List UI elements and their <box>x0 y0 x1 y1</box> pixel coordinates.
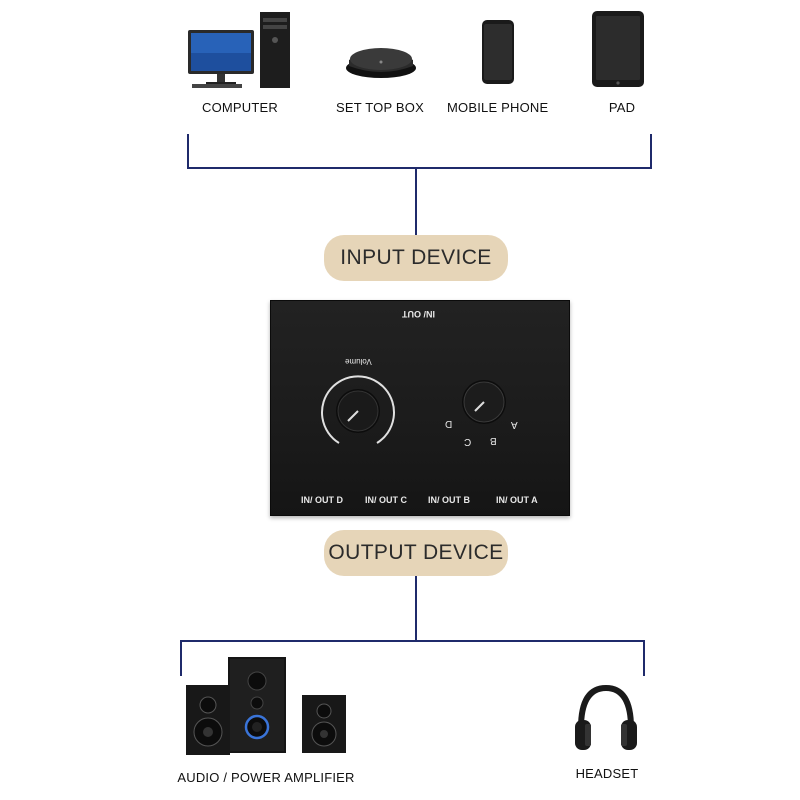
port-a-label: IN/ OUT A <box>496 495 538 505</box>
set-top-box-icon <box>343 38 419 80</box>
pad-label: PAD <box>608 100 636 115</box>
box-top-label: IN/ OUT <box>402 309 435 319</box>
headset-icon <box>571 682 641 754</box>
audio-switch-box: IN/ OUT Volume A B C D IN/ OUT D IN/ OUT… <box>270 300 570 516</box>
tablet-icon <box>591 10 645 88</box>
computer-label: COMPUTER <box>202 100 278 115</box>
selector-letter-d: D <box>445 418 453 429</box>
selector-letter-a: A <box>511 419 518 430</box>
set-top-box-label: SET TOP BOX <box>336 100 424 115</box>
volume-knob[interactable] <box>317 373 399 455</box>
selector-knob[interactable] <box>459 377 509 427</box>
top-wire-down <box>415 167 417 235</box>
input-device-pill: INPUT DEVICE <box>324 235 508 281</box>
bottom-wire-left <box>180 640 182 676</box>
port-b-label: IN/ OUT B <box>428 495 470 505</box>
mobile-phone-icon <box>481 19 515 85</box>
selector-letter-c: C <box>464 436 472 447</box>
computer-icon <box>186 10 296 90</box>
mobile-phone-label: MOBILE PHONE <box>447 100 549 115</box>
bottom-wire-horizontal <box>180 640 645 642</box>
top-wire-left <box>187 134 189 169</box>
top-wire-right <box>650 134 652 169</box>
selector-letter-b: B <box>490 435 497 446</box>
speakers-label: AUDIO / POWER AMPLIFIER <box>177 770 355 785</box>
headset-label: HEADSET <box>575 766 639 781</box>
output-device-pill: OUTPUT DEVICE <box>324 530 508 576</box>
speakers-icon <box>184 655 350 757</box>
top-wire-horizontal <box>187 167 652 169</box>
port-c-label: IN/ OUT C <box>365 495 407 505</box>
port-d-label: IN/ OUT D <box>301 495 343 505</box>
volume-label: Volume <box>345 357 372 366</box>
bottom-wire-right <box>643 640 645 676</box>
bottom-wire-up <box>415 576 417 642</box>
